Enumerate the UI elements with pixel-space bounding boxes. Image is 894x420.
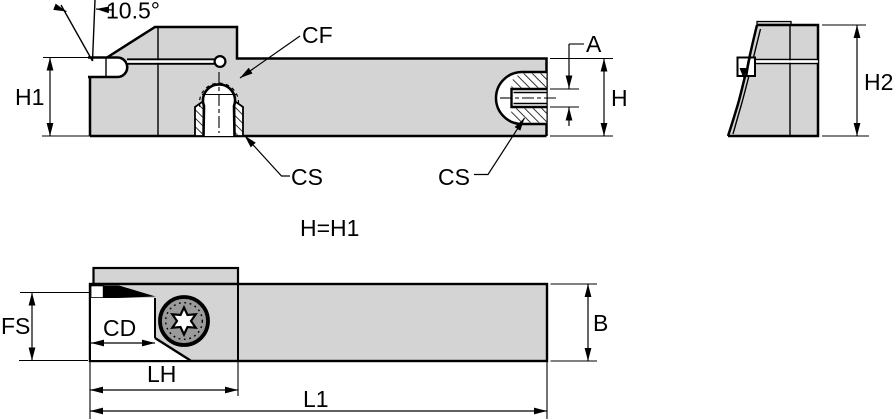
slot-relief-hole <box>213 54 227 68</box>
torx-screw <box>158 295 210 347</box>
l1-label: L1 <box>303 386 329 412</box>
note-h-equals-h1: H=H1 <box>300 215 359 241</box>
top-view-clamp-strip <box>92 266 240 286</box>
fs-dimension: FS <box>1 291 90 362</box>
a-label: A <box>586 31 602 57</box>
h1-label: H1 <box>15 84 44 110</box>
lh-label: LH <box>147 361 176 387</box>
end-view-body <box>728 25 818 136</box>
h2-dimension: H2 <box>822 24 893 137</box>
side-view: 10.5° H1 A H CF CS <box>15 0 628 190</box>
b-dimension: B <box>550 283 608 362</box>
angle-label: 10.5° <box>106 0 160 24</box>
rear-counterbore <box>494 70 559 126</box>
a-h-dimensions: A H <box>550 31 628 137</box>
insert-outline <box>88 56 129 79</box>
cf-label: CF <box>302 22 333 48</box>
l1-dimension: L1 <box>90 362 548 419</box>
lh-dimension: LH <box>89 361 239 419</box>
cd-label: CD <box>103 315 136 341</box>
top-view: FS CD LH L1 B <box>1 266 608 419</box>
h1-dimension: H1 <box>15 56 90 137</box>
clamp-screw-bore <box>194 72 244 137</box>
callouts: CF CS CS <box>239 22 526 190</box>
cd-dimension: CD <box>91 315 155 347</box>
insert-top-edge <box>104 285 156 299</box>
torx-star-icon <box>170 304 198 338</box>
end-view: H2 <box>726 20 893 138</box>
h2-label: H2 <box>864 69 893 95</box>
cs-rear-label: CS <box>438 164 470 190</box>
fs-label: FS <box>1 313 30 339</box>
cs-front-label: CS <box>291 164 323 190</box>
b-label: B <box>593 310 608 336</box>
insert-profile <box>88 57 128 77</box>
angle-annotation: 10.5° <box>53 0 160 62</box>
h-label: H <box>611 85 628 111</box>
